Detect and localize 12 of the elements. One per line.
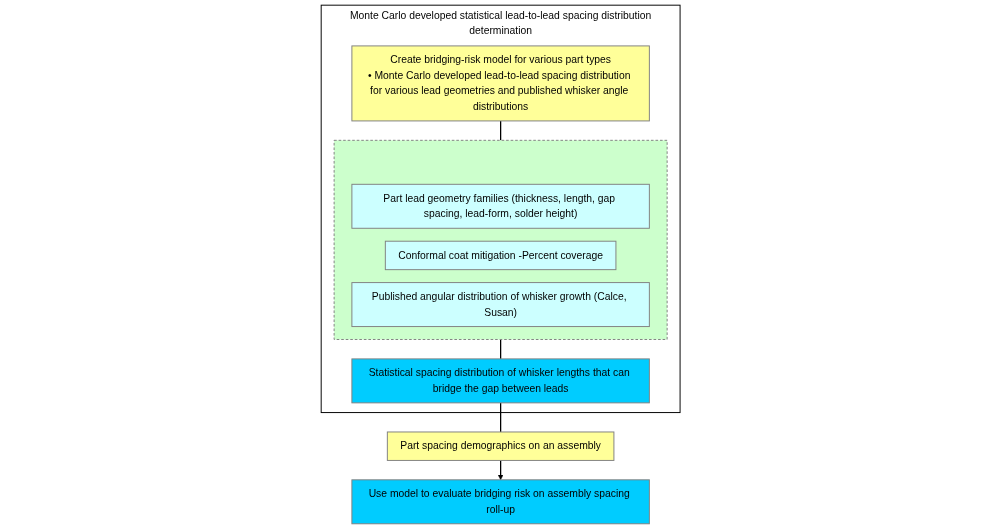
node-box: Published angular distribution of whisker growth (Calce, Susan) xyxy=(351,282,651,328)
node-box: Part lead geometry families (thickness, length, gap spacing, lead-form, solder height) xyxy=(351,183,651,229)
connector xyxy=(500,120,502,141)
connector xyxy=(500,338,502,360)
arrow xyxy=(498,459,504,481)
node-box: Create bridging-risk model for various part types • Monte Carlo developed lead-to-lead spacing distribution for various lead geometries and published whisker angle distributions xyxy=(351,45,651,122)
cluster xyxy=(334,139,668,340)
node-box: Part spacing demographics on an assembly xyxy=(387,431,615,461)
node-box: Conformal coat mitigation -Percent coverage xyxy=(385,240,617,271)
node-box: Use model to evaluate bridging risk on assembly spacing roll-up xyxy=(351,479,651,525)
node-box: Statistical spacing distribution of whisker lengths that can bridge the gap between leads xyxy=(351,358,651,404)
connector xyxy=(500,402,502,433)
